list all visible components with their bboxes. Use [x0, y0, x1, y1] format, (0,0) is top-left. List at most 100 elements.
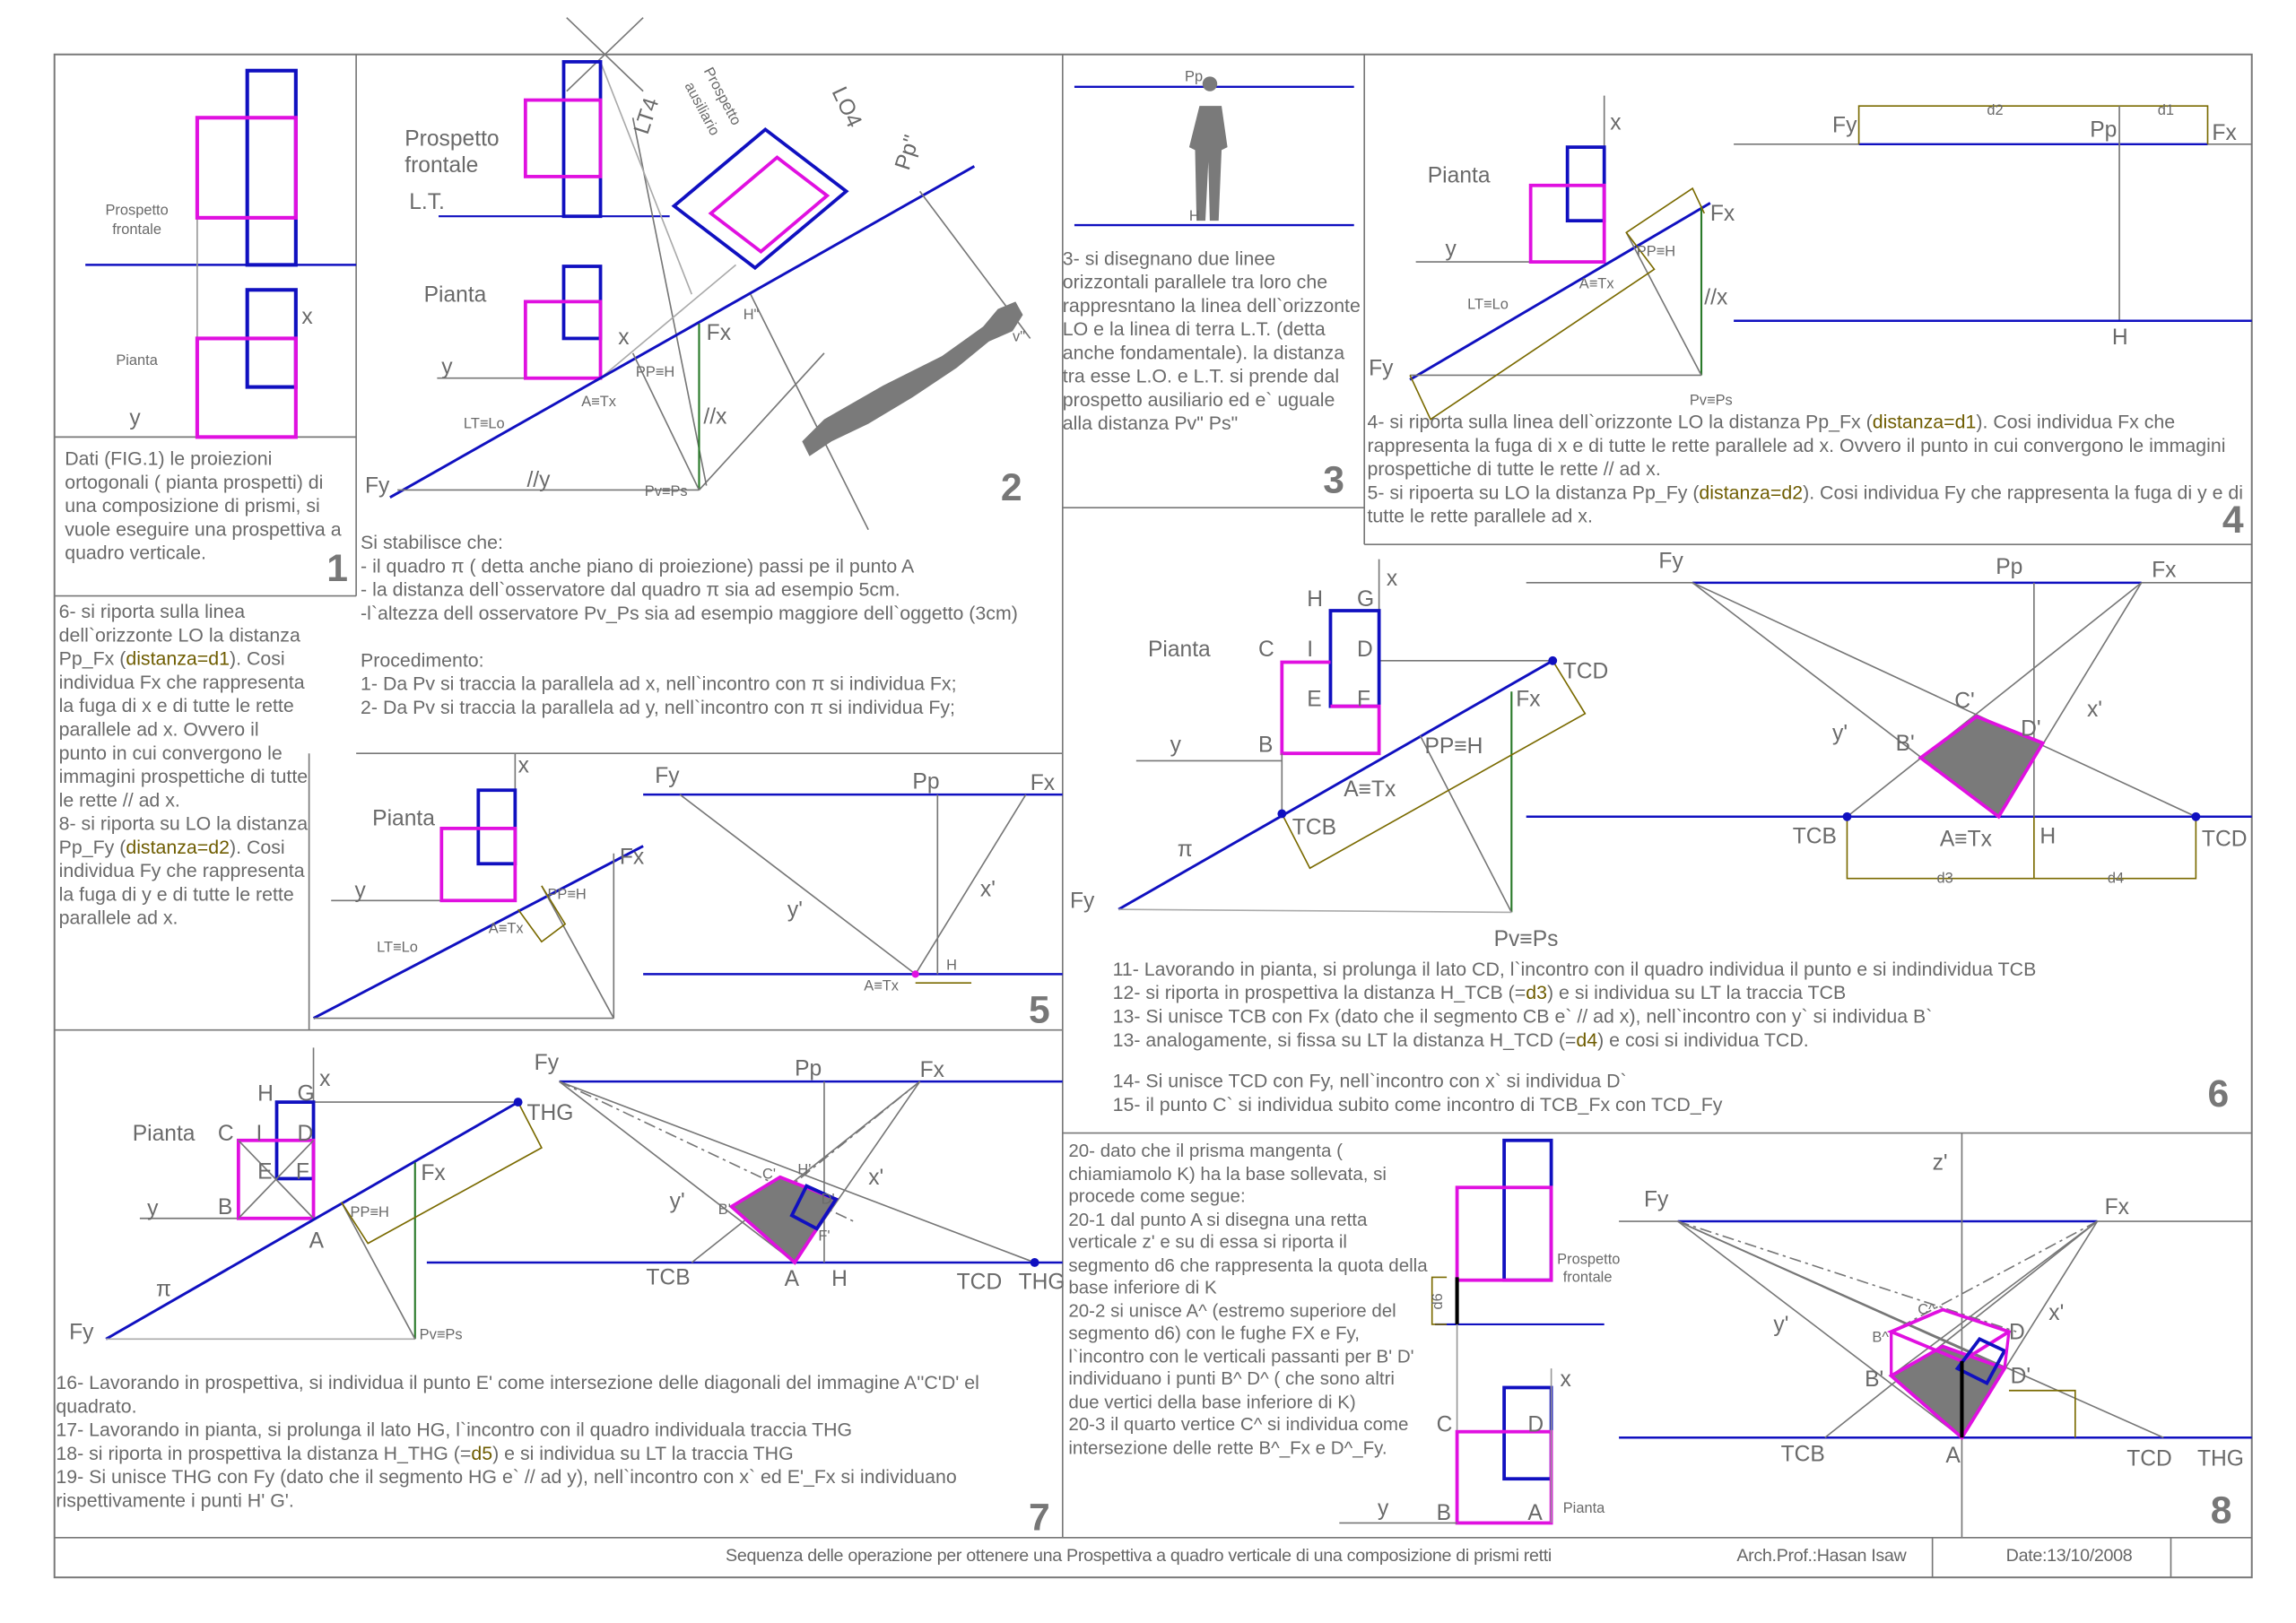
highlight-d1: distanza=d1 [1872, 410, 1977, 433]
label-fx-lo: Fx [2152, 558, 2177, 582]
footer-title: Sequenza delle operazione per ottenere u… [726, 1545, 1552, 1567]
label-h-persp: H [2039, 824, 2056, 848]
label-pp: Pp [795, 1057, 822, 1081]
label-A: A [309, 1229, 325, 1254]
label-h-second: H" [744, 307, 760, 323]
label-lt-lo: LT≡Lo [1467, 297, 1509, 313]
standing-observer-icon [1188, 76, 1228, 221]
label-y: y [1170, 733, 1182, 758]
footer-date: Date:13/10/2008 [2005, 1545, 2133, 1567]
step-20-text: 20- dato che il prisma mangenta ( chiami… [1068, 1140, 1387, 1207]
label-B: B [218, 1195, 232, 1219]
label-A: A [1527, 1501, 1543, 1525]
label-fx: Fx [421, 1161, 446, 1185]
panel-1-figure: Prospetto frontale Pianta x y 1 [85, 68, 357, 590]
label-D: D [1357, 638, 1373, 662]
label-c-hat: C^ [1918, 1301, 1935, 1317]
label-x-prime: x' [2087, 698, 2102, 722]
panel-7-text: 16- Lavorando in prospettiva, si individ… [56, 1371, 1027, 1513]
step-13b-text-end: ) e cosi si individua TCD. [1597, 1028, 1809, 1051]
label-fy: Fy [365, 474, 390, 499]
label-pp-h: PP≡H [547, 887, 586, 903]
label-fx: Fx [620, 845, 645, 869]
step-8-text: 8- si riporta su LO la distanza Pp_Fy ( [58, 812, 309, 858]
label-par-y: //y [526, 468, 551, 492]
step-12-text-end: ) e si individua su LT la traccia TCB [1546, 981, 1847, 1004]
label-y: y [147, 1196, 159, 1220]
label-C: C [1258, 638, 1274, 662]
label-prospetto: Prospetto [1557, 1252, 1620, 1268]
label-par-x: //x [703, 405, 727, 430]
step-20-3-text: 20-3 il quarto vertice C^ si individua c… [1068, 1414, 1409, 1458]
label-h: H [2112, 325, 2128, 350]
label-x: x [1387, 567, 1398, 591]
label-pianta: Pianta [1563, 1500, 1605, 1516]
label-thg: THG [526, 1101, 573, 1125]
label-lt4: LT4 [630, 95, 664, 137]
label-G: G [1357, 587, 1374, 612]
label-y: y [129, 406, 141, 430]
label-H: H [1307, 587, 1323, 612]
label-y: y [1445, 238, 1457, 262]
dimension-d2: d2 [1987, 102, 2003, 118]
panel-4-figure: Pianta x y LT≡Lo A≡Tx PP≡H Fx //x Fy Pv≡… [1369, 95, 2252, 542]
label-x-prime: x' [980, 877, 996, 901]
label-pp: Pp [912, 770, 939, 794]
label-pp-h: PP≡H [1424, 734, 1483, 759]
text-line: 2- Da Pv si traccia la parallela ad y, n… [361, 696, 955, 718]
label-frontale: frontale [112, 221, 161, 238]
label-d: D [2009, 1320, 2025, 1344]
label-tcd-lt: TCD [2202, 828, 2248, 852]
label-x: x [319, 1067, 331, 1091]
label-frontale: frontale [404, 153, 478, 178]
step-16-text: 16- Lavorando in prospettiva, si individ… [56, 1371, 979, 1418]
step-4-text-end: ). Cosi individua Fx che rappresenta la … [1367, 410, 2226, 480]
label-fy: Fy [1644, 1188, 1669, 1212]
label-z-prime: z' [1933, 1151, 1948, 1176]
label-pianta: Pianta [116, 352, 158, 369]
label-H: H [257, 1081, 274, 1106]
step-8-text-end: ). Cosi individua Fy che rappresenta la … [58, 836, 305, 929]
panel-number-6: 6 [2208, 1072, 2230, 1115]
panel-6-figure: Pianta x y H G C I D E F B TCD Fx PP≡H A… [1070, 549, 2252, 1115]
label-y-prime: y' [670, 1189, 685, 1213]
label-y: y [354, 879, 366, 903]
panel-2-figure: Prospetto frontale L.T. Pianta LT4 Prosp… [365, 17, 1031, 531]
label-fy: Fy [1369, 356, 1394, 380]
dimension-d6: d6 [1430, 1293, 1446, 1309]
label-pianta: Pianta [1148, 638, 1211, 662]
label-v-second: v" [1013, 329, 1025, 345]
step-18-text-end: ) e si individua su LT la traccia THG [492, 1442, 794, 1464]
label-F: F [296, 1159, 309, 1184]
dimension-d1: d1 [2158, 102, 2174, 118]
step-17-text: 17- Lavorando in pianta, si prolunga il … [56, 1418, 853, 1441]
label-par-x: //x [1704, 286, 1728, 310]
label-frontale: frontale [1563, 1269, 1613, 1285]
label-d-prime: D' [2021, 717, 2040, 742]
label-fx: Fx [1516, 688, 1541, 712]
label-a-tx-persp: A≡Tx [1940, 828, 1993, 852]
label-pianta: Pianta [133, 1122, 196, 1146]
label-pp: Pp [1185, 68, 1203, 84]
panel-number-2: 2 [1001, 466, 1022, 509]
label-y-prime: y' [787, 898, 803, 922]
label-F: F [1357, 688, 1370, 712]
label-lt-lo: LT≡Lo [377, 940, 418, 956]
label-pv-ps: Pv≡Ps [645, 483, 688, 499]
label-a-tx: A≡Tx [1579, 276, 1615, 292]
label-fx-lo: Fx [1031, 771, 1056, 795]
label-h: H [1189, 208, 1200, 224]
panel-7-figure: Pianta x y H G C I D E F B A THG Fx PP≡H… [69, 1047, 1065, 1540]
label-fy: Fy [69, 1320, 94, 1344]
label-lo4: LO4 [827, 83, 866, 132]
label-thg-lt: THG [1019, 1271, 1065, 1295]
step-13b-text: 13- analogamente, si fissa su LT la dist… [1112, 1028, 1577, 1051]
label-f-prime: F' [818, 1228, 830, 1244]
label-tcd: TCD [957, 1271, 1003, 1295]
label-lt: L.T. [409, 190, 445, 214]
label-pi: π [156, 1278, 171, 1302]
highlight-d3: d3 [1526, 981, 1547, 1004]
label-pp-h: PP≡H [1637, 244, 1675, 260]
label-pianta: Pianta [372, 807, 435, 831]
step-18-text: 18- si riporta in prospettiva la distanz… [56, 1442, 472, 1464]
